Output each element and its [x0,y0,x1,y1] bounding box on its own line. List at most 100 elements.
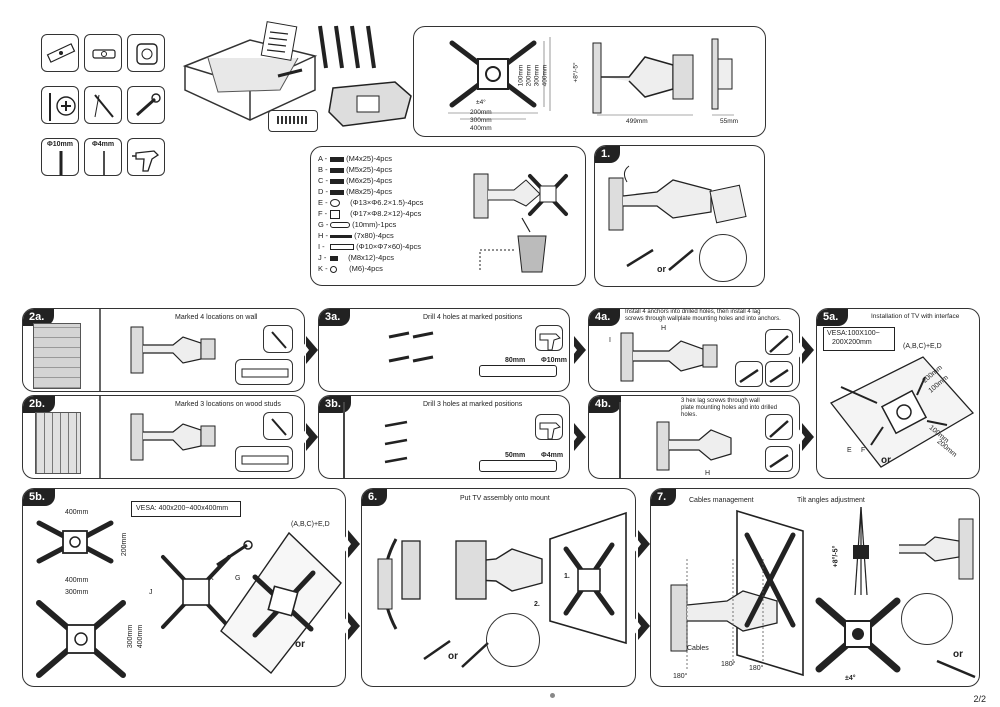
level-icon [46,43,76,63]
drill-bit-small-icon [103,151,105,175]
pencil-icon [271,418,287,436]
step-2b-level-box [235,446,293,472]
page-dot [550,693,555,698]
step-5b-label-g: G [235,575,241,582]
hardware-desc: (Φ13×Φ6.2×1.5)-4pcs [350,198,424,207]
step-4a-caption-1: Install 4 anchors into drilled holes, th… [625,309,761,315]
screwdriver-tool [41,86,79,124]
power-drill-icon [539,333,561,351]
step-4a-label-h: H [661,325,667,332]
step-3b-depth: 50mm [505,452,526,459]
hardware-letter: C - [318,176,328,185]
step-3b-caption: Drill 3 holes at marked positions [423,401,523,408]
step-4b-label-h: H [705,470,711,477]
screwdriver-icon [626,248,654,268]
arrow-4a-to-5a [798,336,814,364]
step-3b-depth-gauge [479,460,557,472]
step-5b-dim-6: 400mm [137,624,145,649]
dimensions-panel: 200mm 300mm 400mm 100mm 200mm 300mm 400m… [413,26,766,137]
hardware-item: I - (Φ10×Φ7×60)-4pcs [318,242,458,251]
step-5b-label-j: J [149,589,153,596]
level-icon [241,368,289,378]
step-7-caption-2: Tilt angles adjustment [797,497,865,504]
tape-measure-icon [136,43,158,65]
hardware-desc: (Φ10×Φ7×60)-4pcs [356,242,422,251]
hardware-desc: (10mm)-1pcs [352,220,397,229]
manual-booklet-illustration [260,21,298,61]
hardware-desc: (M5x25)-4pcs [346,165,392,174]
step-5a-tv-back-illustration [829,356,975,468]
arrow-4b-to-5a [798,423,814,451]
anchor-icon [739,368,759,384]
power-drill-icon [539,422,561,440]
lag-bolt-icon [330,234,352,238]
hardware-item: B - (M5x25)-4pcs [318,165,458,174]
arrow-3b-to-4b [570,423,586,451]
hardware-item: C - (M6x25)-4pcs [318,176,458,185]
hardware-letter: B - [318,165,328,174]
step-7-panel: 7. Cables management Tilt angles adjustm… [650,488,980,687]
step-6-num-2: 2. [534,601,540,608]
pencil-icon [271,331,287,349]
hardware-letter: F - [318,209,328,218]
wallplate-front-diagram [448,37,551,120]
dim-h-300: 300mm [470,117,492,124]
wrench-icon [330,222,350,229]
level-tool-2 [84,34,122,72]
hardware-desc: (M6)-4pcs [349,264,383,273]
hardware-desc: (Φ17×Φ8.2×12)-4pcs [350,209,422,218]
step-5b-parts: (A,B,C)+E,D [291,521,330,528]
hardware-letter: A - [318,154,328,163]
dim-v-400: 400mm [541,64,549,87]
wrench-icon [769,420,789,438]
hardware-letter: K - [318,264,328,273]
step-5b-exploded-bracket [161,555,231,629]
hardware-desc: (7x80)-4pcs [354,231,394,240]
hardware-desc: (M6x25)-4pcs [346,176,392,185]
drill-bit-4-label: Φ4mm [91,141,115,148]
step-6-or: or [448,651,458,662]
hardware-item: E - (Φ13×Φ6.2×1.5)-4pcs [318,198,458,208]
step-3a-bit: Φ10mm [541,357,567,364]
wall-stud-line [343,402,345,478]
step-4a-label-i: I [609,337,611,344]
arrow-5b-to-6-top [344,530,360,558]
step-3b-tag: 3b. [319,396,351,413]
step-2a-panel: 2a. Marked 4 locations on wall [22,308,305,392]
pencil-icon [94,94,114,118]
bolt-icon [330,255,338,261]
step-3a-tag: 3a. [319,309,351,326]
screwdriver-icon [423,639,451,661]
hardware-item: A - (M4x25)-4pcs [318,154,458,163]
step-3a-holes-illustration [388,331,434,363]
wrench-icon [668,249,694,271]
step-4b-panel: 4b. 3 hex lag screws through wall plate … [588,395,800,479]
dim-v-300: 300mm [533,64,541,87]
wrench-icon [461,642,489,668]
step-1-tag: 1. [595,146,621,163]
zoom-detail-circle [901,593,953,645]
step-3a-drill-box [535,325,563,351]
mount-assembly-illustration [328,81,412,127]
screw-icon [330,156,344,162]
hardware-letter: J - [318,253,327,262]
step-2b-mount-illustration [130,413,216,461]
wrench-icon [136,93,161,117]
step-6-caption: Put TV assembly onto mount [460,495,550,502]
package-box-illustration [182,39,318,121]
nut-icon [330,265,337,273]
step-5a-tag: 5a. [817,309,849,326]
step-4b-caption-3: holes. [681,412,698,418]
arrow-5b-to-6-bottom [344,612,360,640]
rotate-label: ±4° [476,99,486,106]
step-2b-panel: 2b. Marked 3 locations on wood studs [22,395,305,479]
step-5b-vesa: VESA: 400x200~400x400mm [136,505,229,512]
wood-studs [35,412,81,474]
step-4b-caption-2: plate mounting holes and into drilled [681,405,778,411]
step-7-tag: 7. [651,489,677,506]
dim-h-400: 400mm [470,125,492,132]
page-number: 2/2 [973,694,986,704]
step-7-tilt-fan [853,506,869,596]
step-5a-or: or [881,455,891,466]
step-5b-tag: 5b. [23,489,55,506]
